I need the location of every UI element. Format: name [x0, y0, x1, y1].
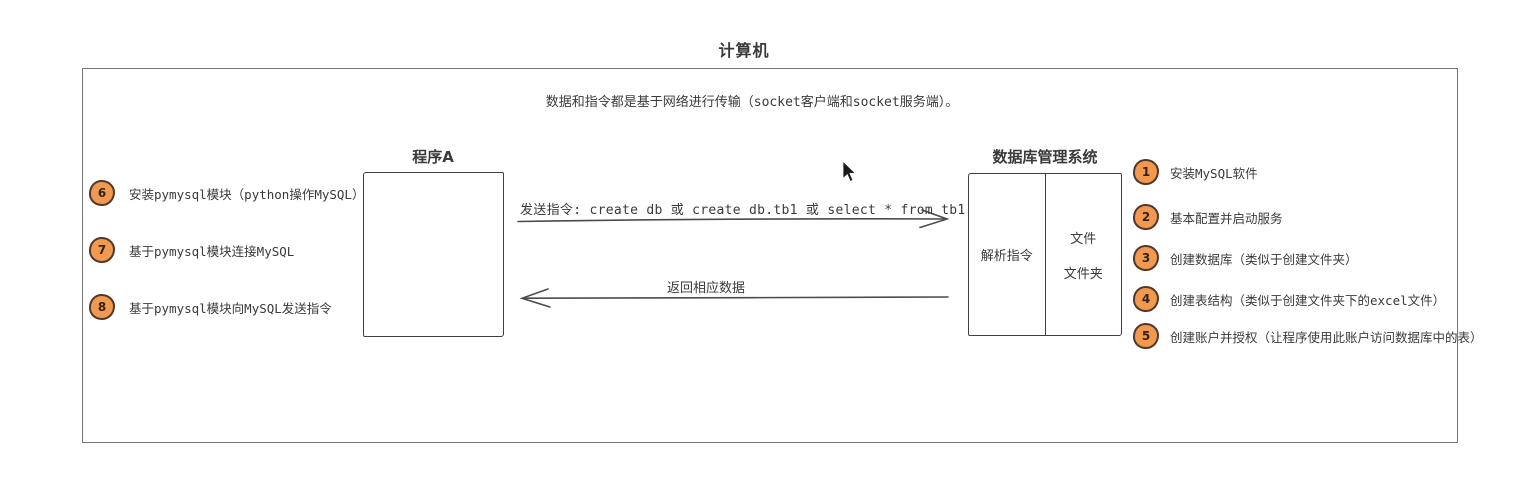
- left-step-item: 6 安装pymysql模块（python操作MySQL）: [89, 180, 364, 206]
- step-number-badge: 5: [1133, 323, 1159, 349]
- step-label: 安装MySQL软件: [1170, 165, 1258, 181]
- right-step-item: 2 基本配置并启动服务: [1133, 204, 1283, 230]
- network-note: 数据和指令都是基于网络进行传输（socket客户端和socket服务端）。: [545, 95, 959, 110]
- program-a-box: [363, 172, 504, 337]
- step-number: 4: [1141, 292, 1151, 306]
- right-step-item: 4 创建表结构（类似于创建文件夹下的excel文件）: [1133, 286, 1445, 312]
- step-label: 基本配置并启动服务: [1170, 210, 1283, 226]
- step-number: 1: [1141, 165, 1151, 179]
- right-step-item: 5 创建账户并授权（让程序使用此账户访问数据库中的表）: [1133, 323, 1483, 349]
- program-a-label: 程序A: [412, 148, 454, 166]
- step-number-badge: 2: [1133, 204, 1159, 230]
- step-number: 7: [97, 243, 107, 257]
- right-step-item: 1 安装MySQL软件: [1133, 159, 1258, 185]
- dbms-files-line2: 文件夹: [1063, 266, 1103, 282]
- step-label: 创建账户并授权（让程序使用此账户访问数据库中的表）: [1170, 329, 1483, 345]
- dbms-files-cell: 文件 文件夹: [1044, 174, 1122, 335]
- step-number-badge: 7: [89, 237, 115, 263]
- return-arrow-label: 返回相应数据: [666, 281, 745, 296]
- step-number: 8: [97, 300, 107, 314]
- send-arrow-label: 发送指令: create db 或 create db.tb1 或 select…: [520, 203, 966, 218]
- step-number-badge: 1: [1133, 159, 1159, 185]
- computer-boundary-box: [82, 68, 1458, 443]
- step-number: 5: [1141, 329, 1151, 343]
- right-step-item: 3 创建数据库（类似于创建文件夹）: [1133, 245, 1358, 271]
- step-number-badge: 6: [89, 180, 115, 206]
- dbms-files-line1: 文件: [1070, 231, 1097, 247]
- left-step-item: 8 基于pymysql模块向MySQL发送指令: [89, 294, 332, 320]
- left-step-item: 7 基于pymysql模块连接MySQL: [89, 237, 294, 263]
- page-title: 计算机: [718, 41, 770, 60]
- step-number: 3: [1141, 251, 1151, 265]
- step-number-badge: 8: [89, 294, 115, 320]
- dbms-parse-label: 解析指令: [980, 249, 1033, 264]
- dbms-label: 数据库管理系统: [992, 148, 1098, 166]
- dbms-box: 解析指令 文件 文件夹: [968, 173, 1122, 336]
- step-number: 2: [1141, 210, 1151, 224]
- step-number: 6: [97, 186, 107, 200]
- step-label: 基于pymysql模块连接MySQL: [129, 243, 295, 259]
- step-label: 创建表结构（类似于创建文件夹下的excel文件）: [1170, 292, 1446, 308]
- step-number-badge: 3: [1133, 245, 1159, 271]
- step-label: 创建数据库（类似于创建文件夹）: [1170, 251, 1358, 267]
- step-number-badge: 4: [1133, 286, 1159, 312]
- dbms-parse-cell: 解析指令: [969, 174, 1045, 335]
- step-label: 基于pymysql模块向MySQL发送指令: [129, 300, 332, 316]
- step-label: 安装pymysql模块（python操作MySQL）: [129, 186, 365, 202]
